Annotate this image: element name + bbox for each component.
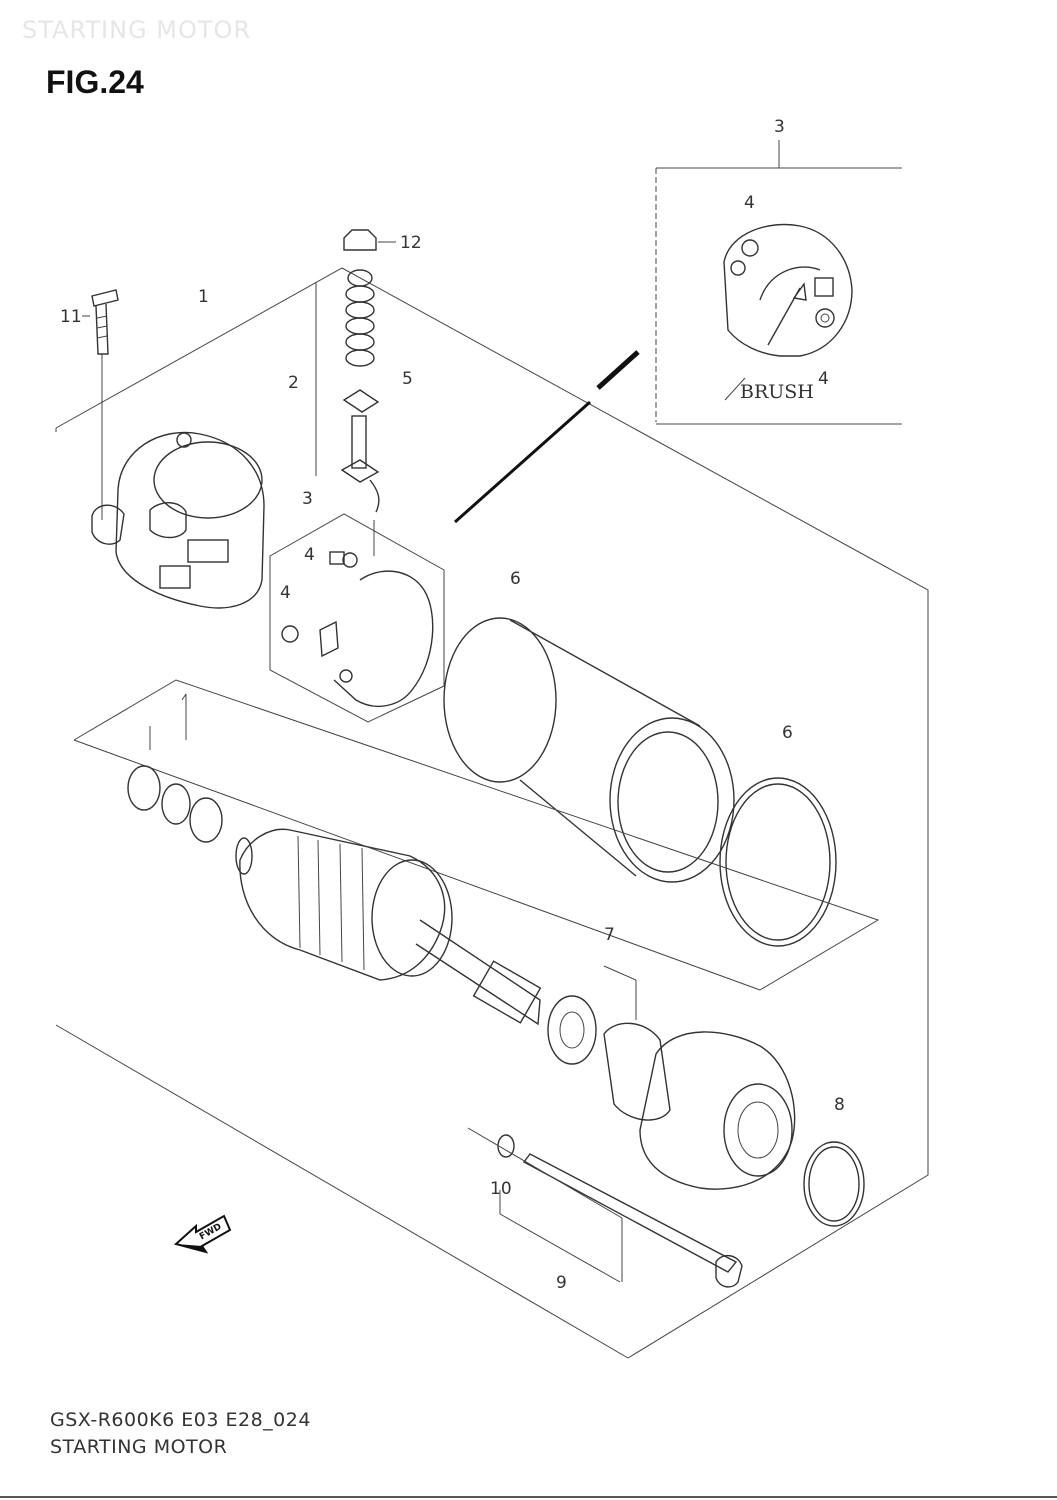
washer-bracket xyxy=(73,679,880,991)
label-7: 7 xyxy=(604,925,615,945)
end-cover-part-1 xyxy=(91,431,265,609)
oring-part-6 xyxy=(719,777,837,947)
outer-frame xyxy=(55,267,929,1359)
bolt-part-11 xyxy=(91,289,119,520)
through-bolt xyxy=(467,1127,743,1288)
label-brush: BRUSH xyxy=(740,381,814,403)
label-6-oring: 6 xyxy=(782,723,793,743)
label-12: 12 xyxy=(400,233,422,253)
terminal-stack xyxy=(315,229,380,513)
end-bracket xyxy=(547,965,796,1190)
yoke-part-6 xyxy=(443,617,735,883)
diagram-name: STARTING MOTOR xyxy=(50,1436,228,1458)
brush-holder-part-3 xyxy=(269,513,445,723)
label-3-inset: 3 xyxy=(774,117,785,137)
forward-arrow-icon: FWD xyxy=(173,1214,232,1254)
part-labels: 1 2 3 3 4 4 4 4 5 6 6 7 8 9 10 11 12 BRU… xyxy=(60,117,845,1293)
leader-bars xyxy=(454,350,640,524)
label-5: 5 xyxy=(402,369,413,389)
label-4-inset-brush: 4 xyxy=(818,369,829,389)
label-4-upper: 4 xyxy=(304,545,315,565)
watermark-text: STARTING MOTOR xyxy=(22,16,252,44)
label-9: 9 xyxy=(556,1273,567,1293)
label-11: 11 xyxy=(60,307,82,327)
diagram-code: GSX-R600K6 E03 E28_024 xyxy=(50,1409,311,1431)
label-4-inset-top: 4 xyxy=(744,193,755,213)
label-6-yoke: 6 xyxy=(510,569,521,589)
figure-title: FIG.24 xyxy=(46,64,144,100)
label-4-lower: 4 xyxy=(280,583,291,603)
oring-part-8 xyxy=(803,1141,865,1227)
label-8: 8 xyxy=(834,1095,845,1115)
label-1: 1 xyxy=(198,287,209,307)
label-3: 3 xyxy=(302,489,313,509)
bottom-rule xyxy=(0,1496,1057,1498)
armature xyxy=(235,828,542,1026)
label-10: 10 xyxy=(490,1179,512,1199)
brush-detail-inset xyxy=(655,140,902,425)
label-2: 2 xyxy=(288,373,299,393)
